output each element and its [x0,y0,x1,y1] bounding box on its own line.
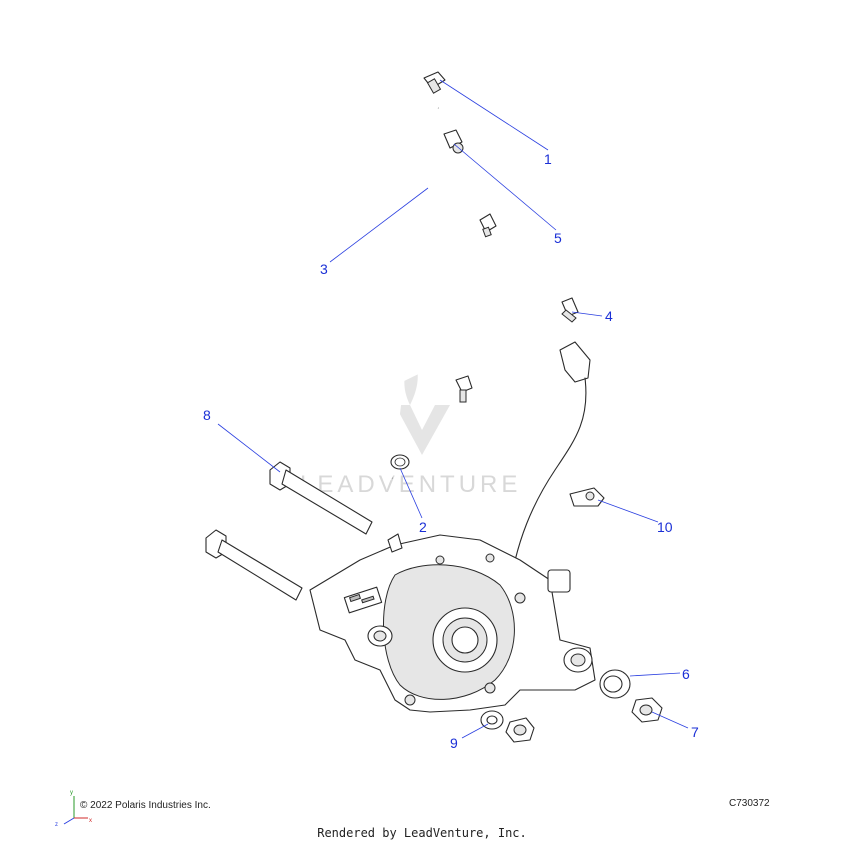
axis-triad: y x z [55,790,92,828]
nut-7 [631,697,663,723]
callout-2: 2 [419,519,427,535]
callout-4: 4 [605,308,613,324]
callout-8: 8 [203,407,211,423]
leader-lines [217,79,689,739]
copyright-text: © 2022 Polaris Industries Inc. [80,800,211,811]
bolt-1 [423,71,446,94]
bolt-lower [205,529,303,601]
nut-9 [505,717,535,743]
callout-6: 6 [682,666,690,682]
bolt-8 [269,461,373,535]
wire-clip-10 [569,487,605,507]
clip-4 [561,297,579,323]
watermark-logo: LEADVENTURE [300,350,521,498]
callout-5: 5 [554,230,562,246]
axis-z-label: z [55,822,58,828]
hose-clip [455,375,473,403]
rendered-by-text: Rendered by LeadVenture, Inc. [317,826,527,840]
differential-housing [309,533,596,713]
callout-3: 3 [320,261,328,277]
callout-9: 9 [450,735,458,751]
vent-hose [352,101,485,481]
callout-10: 10 [657,519,673,535]
hose-clamp-2 [390,454,410,470]
callouts: 1 5 3 4 8 2 10 6 7 9 [203,151,699,751]
callout-1: 1 [544,151,552,167]
watermark-text: LEADVENTURE [300,471,521,498]
axis-x-label: x [89,818,92,824]
axis-y-label: y [70,790,73,796]
vent-fitting [479,213,497,238]
bushing-6 [599,669,631,699]
callout-7: 7 [691,724,699,740]
figure-id: C730372 [729,798,770,809]
